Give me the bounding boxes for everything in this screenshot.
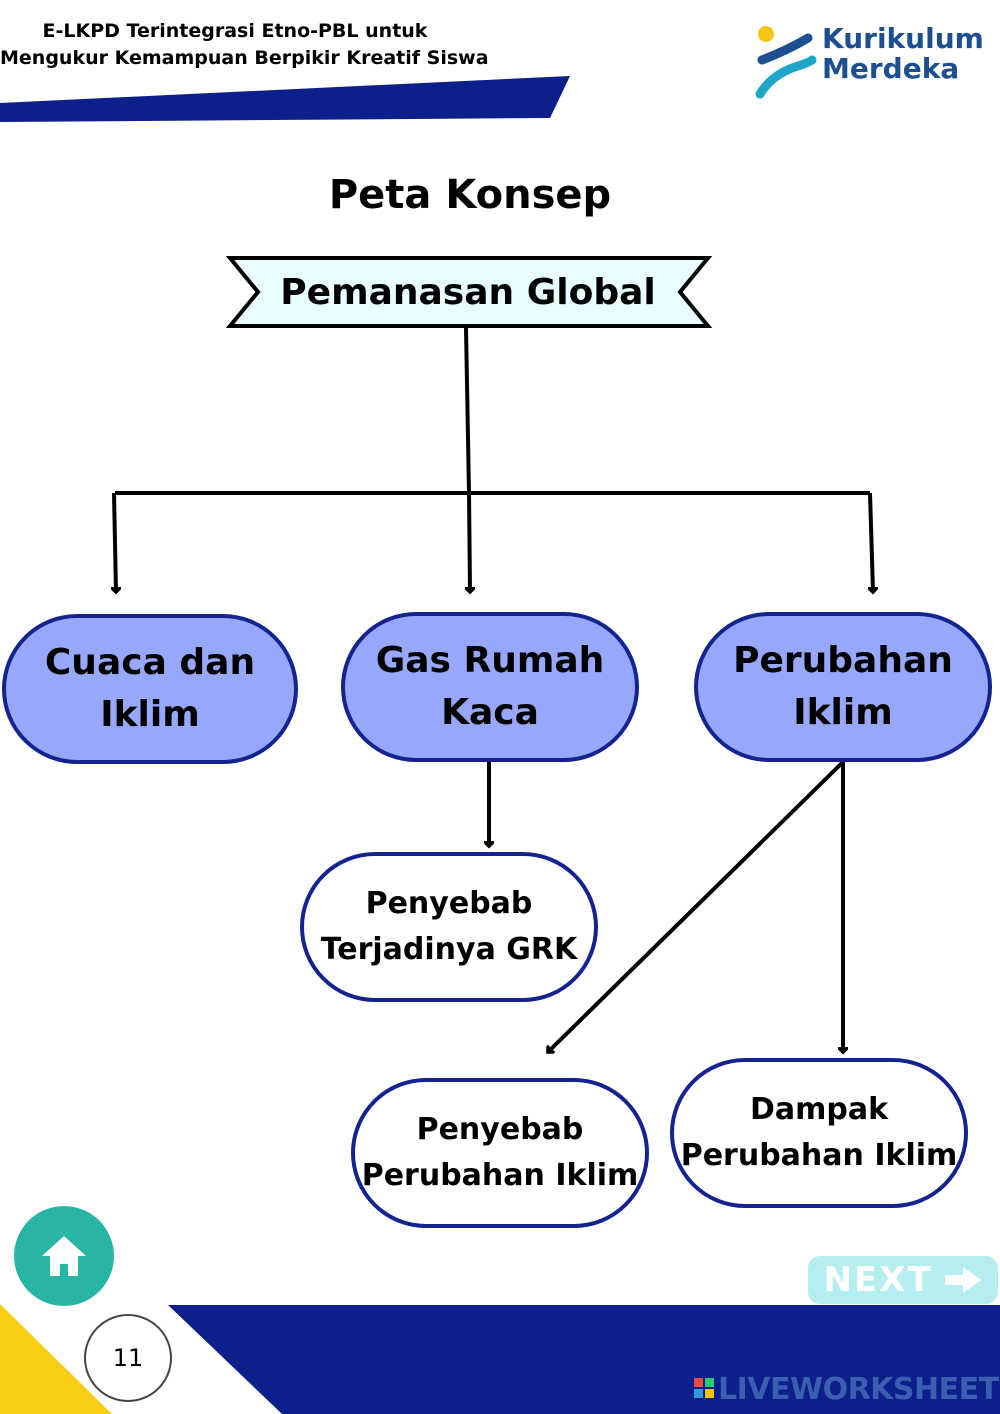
home-icon xyxy=(42,1236,86,1276)
footer-band xyxy=(168,1305,1000,1414)
node-cuaca-dan-iklim: Cuaca dan Iklim xyxy=(2,614,298,764)
node-gas-line1: Gas Rumah xyxy=(375,640,605,681)
page-title: Peta Konsep xyxy=(328,172,612,218)
arrow-right-icon xyxy=(944,1267,981,1293)
header-title-line2: Mengukur Kemampuan Berpikir Kreatif Sisw… xyxy=(0,47,489,69)
next-button[interactable]: NEXT xyxy=(808,1256,998,1304)
node-cuaca-line2: Iklim xyxy=(100,694,200,735)
header-title-line1: E-LKPD Terintegrasi Etno-PBL untuk xyxy=(42,20,428,42)
root-banner-shape xyxy=(225,256,713,328)
node-penyebab-terjadinya-grk: Penyebab Terjadinya GRK xyxy=(300,852,598,1002)
node-penyebab-perubahan-line1: Penyebab xyxy=(416,1112,584,1147)
watermark-text: LIVEWORKSHEETS xyxy=(718,1372,1000,1407)
home-button[interactable] xyxy=(14,1206,114,1306)
next-button-label: NEXT xyxy=(823,1260,933,1300)
header-band xyxy=(0,76,570,122)
node-cuaca-line1: Cuaca dan xyxy=(44,642,256,683)
kurikulum-merdeka-logo xyxy=(755,26,817,99)
node-dampak-line1: Dampak xyxy=(749,1092,889,1127)
node-perubahan-line2: Iklim xyxy=(793,692,893,733)
node-dampak-perubahan-iklim: Dampak Perubahan Iklim xyxy=(670,1058,968,1208)
logo-line2: Merdeka xyxy=(822,52,960,85)
node-penyebab-perubahan-iklim: Penyebab Perubahan Iklim xyxy=(351,1078,649,1228)
logo-wordmark: Kurikulum Merdeka xyxy=(822,24,984,84)
watermark-logo-blocks xyxy=(694,1378,714,1398)
node-gas-line2: Kaca xyxy=(441,692,539,733)
header-title: E-LKPD Terintegrasi Etno-PBL untuk Mengu… xyxy=(0,18,489,72)
node-penyebab-perubahan-line2: Perubahan Iklim xyxy=(361,1158,639,1193)
node-perubahan-iklim: Perubahan Iklim xyxy=(694,612,992,762)
node-dampak-line2: Perubahan Iklim xyxy=(680,1138,958,1173)
connector-lines xyxy=(114,327,873,1052)
footer-yellow-triangle xyxy=(0,1304,112,1414)
node-penyebab-grk-line2: Terjadinya GRK xyxy=(320,932,578,967)
root-node-label: Pemanasan Global xyxy=(280,272,656,313)
page-number: 11 xyxy=(84,1314,172,1402)
node-perubahan-line1: Perubahan xyxy=(733,640,953,681)
logo-line1: Kurikulum xyxy=(822,22,984,55)
node-penyebab-grk-line1: Penyebab xyxy=(365,886,533,921)
node-gas-rumah-kaca: Gas Rumah Kaca xyxy=(341,612,639,762)
